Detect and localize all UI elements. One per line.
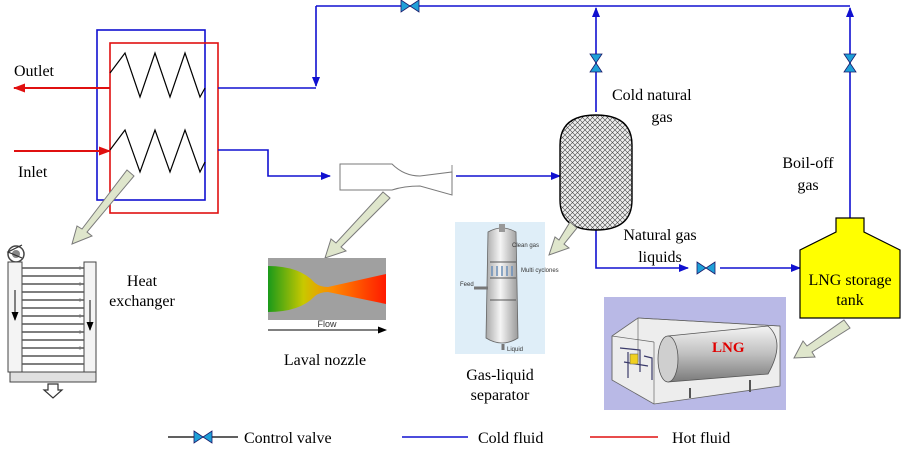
heat-exchanger-label-line1: Heat <box>127 273 158 290</box>
separator-vessel <box>559 114 633 231</box>
heat-exchanger-coil-upper <box>109 51 206 99</box>
boil-off-gas-label-line1: Boil-off <box>782 155 834 172</box>
natural-gas-liquids-label-line2: liquids <box>638 249 682 266</box>
separator-illustration: Clean gas Multi cyclones Feed Liquid <box>455 222 559 354</box>
cold-natural-gas-label-line2: gas <box>651 109 672 126</box>
legend: Control valve Cold fluid Hot fluid <box>168 430 730 447</box>
separator-liquid-label: Liquid <box>507 347 523 353</box>
heat-exchanger-cold-shell <box>96 29 206 201</box>
lng-storage-tank <box>799 217 901 319</box>
flow-label: Flow <box>317 319 337 329</box>
legend-cold-fluid: Cold fluid <box>402 430 543 447</box>
heat-exchanger-hot-shell <box>109 42 219 214</box>
legend-control-valve: Control valve <box>168 430 332 447</box>
legend-hot-fluid: Hot fluid <box>590 430 730 447</box>
laval-nozzle-illustration: Flow <box>268 258 387 334</box>
legend-control-valve-label: Control valve <box>244 430 332 447</box>
callout-pointers <box>71 169 851 359</box>
heat-exchanger <box>96 29 219 214</box>
natural-gas-liquids-label-line1: Natural gas <box>623 227 696 244</box>
heat-exchanger-coil-lower <box>109 128 206 174</box>
separator-label-line1: Gas-liquid <box>466 367 534 384</box>
tank-label-line2: tank <box>836 292 864 309</box>
separator-multi-cyclones-label: Multi cyclones <box>521 268 559 274</box>
valve-boil-off[interactable] <box>843 53 857 73</box>
separator-feed-label: Feed <box>460 282 474 288</box>
legend-hot-fluid-label: Hot fluid <box>672 430 730 447</box>
lng-skid-illustration: LNG <box>604 297 786 410</box>
separator-label-line2: separator <box>471 387 530 404</box>
heat-exchanger-illustration <box>6 244 97 399</box>
separator-clean-gas-label: Clean gas <box>512 243 539 249</box>
outlet-label: Outlet <box>14 63 55 80</box>
legend-cold-fluid-label: Cold fluid <box>478 430 543 447</box>
lng-badge: LNG <box>712 340 745 356</box>
heat-exchanger-label-line2: exchanger <box>109 293 175 310</box>
valve-ngl[interactable] <box>696 261 716 275</box>
cold-natural-gas-label-line1: Cold natural <box>612 87 692 104</box>
laval-nozzle-outline <box>339 163 453 196</box>
laval-nozzle-label: Laval nozzle <box>284 352 366 369</box>
tank-label-line1: LNG storage <box>808 272 891 289</box>
valve-cold-gas[interactable] <box>589 53 603 73</box>
boil-off-gas-label-line2: gas <box>797 177 818 194</box>
valve-top-line[interactable] <box>400 0 420 13</box>
inlet-label: Inlet <box>18 164 48 181</box>
